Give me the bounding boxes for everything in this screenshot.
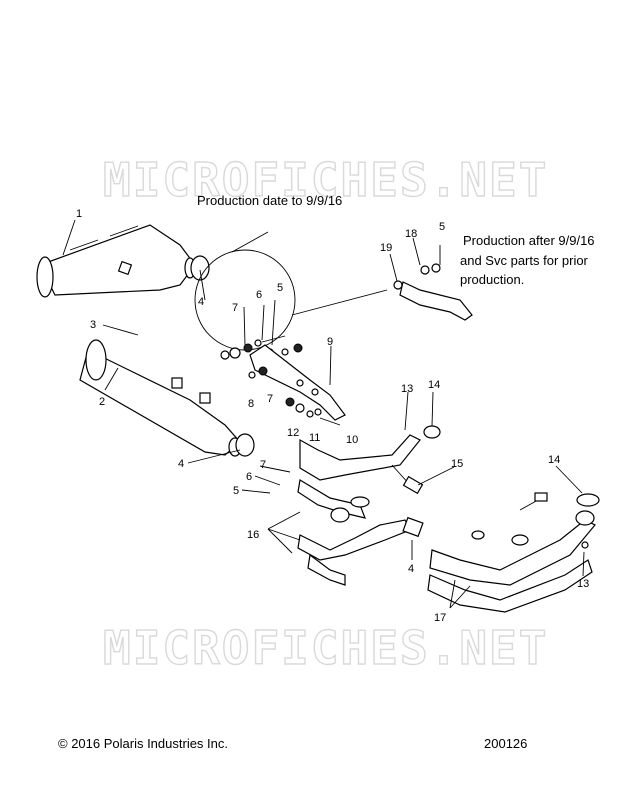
watermark-bottom: MICROFICHES.NET <box>103 621 548 675</box>
gasket-center <box>423 425 441 439</box>
upper-muffler <box>36 224 196 298</box>
clamp-middle <box>235 433 255 457</box>
callout-5-lower: 5 <box>233 485 239 497</box>
center-head-pipes <box>297 434 421 586</box>
callout-5-new: 5 <box>439 221 445 233</box>
callout-14-center: 14 <box>428 379 440 391</box>
callout-12: 12 <box>287 427 299 439</box>
callout-18: 18 <box>405 228 417 240</box>
callout-3: 3 <box>90 319 96 331</box>
callout-6-detail: 6 <box>256 289 262 301</box>
callout-labels: 1 2 3 4 4 4 5 5 5 6 6 7 7 7 8 9 10 11 12… <box>76 208 589 624</box>
clamp-lower <box>402 516 424 538</box>
callout-13-right: 13 <box>577 578 589 590</box>
callout-5-detail: 5 <box>277 282 283 294</box>
diagram-id: 200126 <box>484 736 528 751</box>
leader-lines <box>62 219 585 609</box>
callout-15: 15 <box>451 458 463 470</box>
hanger-bracket <box>249 344 346 421</box>
oxygen-sensor <box>391 464 424 495</box>
callout-16: 16 <box>247 529 259 541</box>
note-production-before: Production date to 9/9/16 <box>197 193 342 208</box>
note-production-after-line-1: Production after 9/9/16 <box>463 233 595 248</box>
right-sensor-connector <box>519 492 548 511</box>
callout-1: 1 <box>76 208 82 220</box>
callout-7-detail: 7 <box>232 302 238 314</box>
callout-17: 17 <box>434 612 446 624</box>
callout-6-lower: 6 <box>246 471 252 483</box>
callout-4-middle: 4 <box>178 458 184 470</box>
callout-10: 10 <box>346 434 358 446</box>
note-production-after-line-2: and Svc parts for prior <box>460 253 589 268</box>
callout-11: 11 <box>309 432 320 444</box>
callout-13-center: 13 <box>401 383 413 395</box>
callout-9: 9 <box>327 336 333 348</box>
watermark-top: MICROFICHES.NET <box>103 153 548 207</box>
note-production-after-line-3: production. <box>460 272 524 287</box>
right-head-pipes <box>427 493 600 613</box>
callout-2: 2 <box>99 396 105 408</box>
copyright-text: © 2016 Polaris Industries Inc. <box>58 736 228 751</box>
callout-14-right: 14 <box>548 454 560 466</box>
callout-4-lower: 4 <box>408 563 414 575</box>
new-hanger-bracket <box>393 245 473 321</box>
callout-19: 19 <box>380 242 392 254</box>
detail-circle <box>194 249 388 351</box>
callout-4-upper: 4 <box>198 296 204 308</box>
callout-7-lower: 7 <box>260 459 266 471</box>
callout-8: 8 <box>248 398 254 410</box>
clamp-upper <box>190 255 210 281</box>
callout-7-bracket: 7 <box>267 393 273 405</box>
bracket-hardware <box>248 366 341 426</box>
